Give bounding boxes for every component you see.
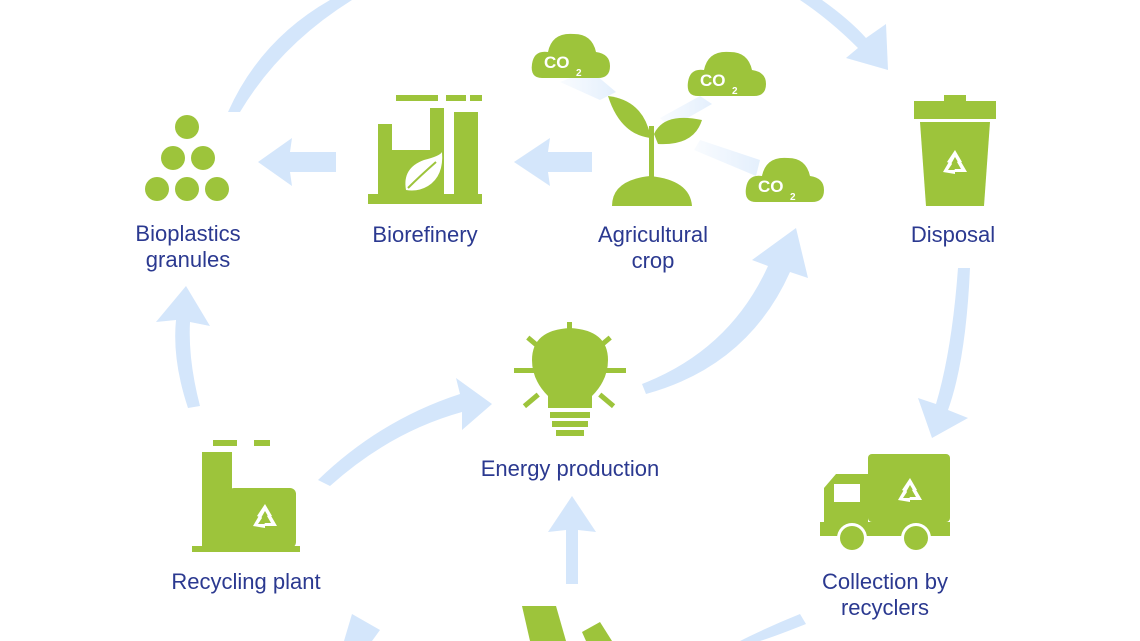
arrow-energy-to-crop <box>642 228 808 394</box>
co2-cloud-1: CO 2 <box>531 33 610 79</box>
svg-text:2: 2 <box>790 192 796 203</box>
label-line: Bioplastics <box>135 221 241 246</box>
bin-icon <box>914 95 996 206</box>
label-biorefinery: Biorefinery <box>355 222 495 248</box>
lightbulb-icon <box>514 322 626 436</box>
svg-text:CO: CO <box>544 53 570 72</box>
label-bioplastics-granules: Bioplastics granules <box>118 221 258 273</box>
biorefinery-icon <box>368 95 482 204</box>
granules-icon <box>145 115 229 201</box>
arrow-crop-to-biorefinery <box>514 138 592 186</box>
label-line: crop <box>631 248 675 273</box>
label-line: Recycling plant <box>171 569 321 594</box>
arrow-recycling-to-granules <box>156 286 210 408</box>
crop-icon <box>608 96 702 206</box>
svg-text:CO: CO <box>758 177 784 196</box>
label-line: Agricultural <box>597 222 709 247</box>
arrow-granules-to-top <box>228 0 352 112</box>
label-line: Energy production <box>480 456 660 481</box>
label-line: Biorefinery <box>372 222 478 247</box>
arrow-bottom-to-energy <box>548 496 596 584</box>
label-energy-production: Energy production <box>460 456 680 482</box>
arrow-bottom-left <box>344 614 380 641</box>
arrow-recycling-to-energy <box>318 378 492 486</box>
flow-arrows <box>156 0 970 641</box>
co2-cloud-3: CO 2 <box>745 157 824 203</box>
label-recycling-plant: Recycling plant <box>156 569 336 595</box>
arrow-biorefinery-to-granules <box>258 138 336 186</box>
label-agricultural-crop: Agricultural crop <box>578 222 728 274</box>
truck-icon <box>820 454 950 553</box>
svg-text:2: 2 <box>732 86 738 97</box>
label-line: Collection by <box>822 569 948 594</box>
arrow-disposal-to-collection <box>918 268 970 438</box>
recycling-plant-icon <box>192 440 300 552</box>
label-line: recyclers <box>840 595 929 620</box>
svg-text:CO: CO <box>700 71 726 90</box>
arrow-bottom-right <box>740 614 806 641</box>
label-line: granules <box>145 247 231 272</box>
svg-text:2: 2 <box>576 68 582 79</box>
label-line: Disposal <box>910 222 996 247</box>
label-disposal: Disposal <box>893 222 1013 248</box>
co2-cloud-2: CO 2 <box>687 51 766 97</box>
bottom-partial-icon <box>522 606 612 641</box>
arrow-top-to-disposal <box>800 0 888 70</box>
label-collection-by-recyclers: Collection by recyclers <box>800 569 970 621</box>
